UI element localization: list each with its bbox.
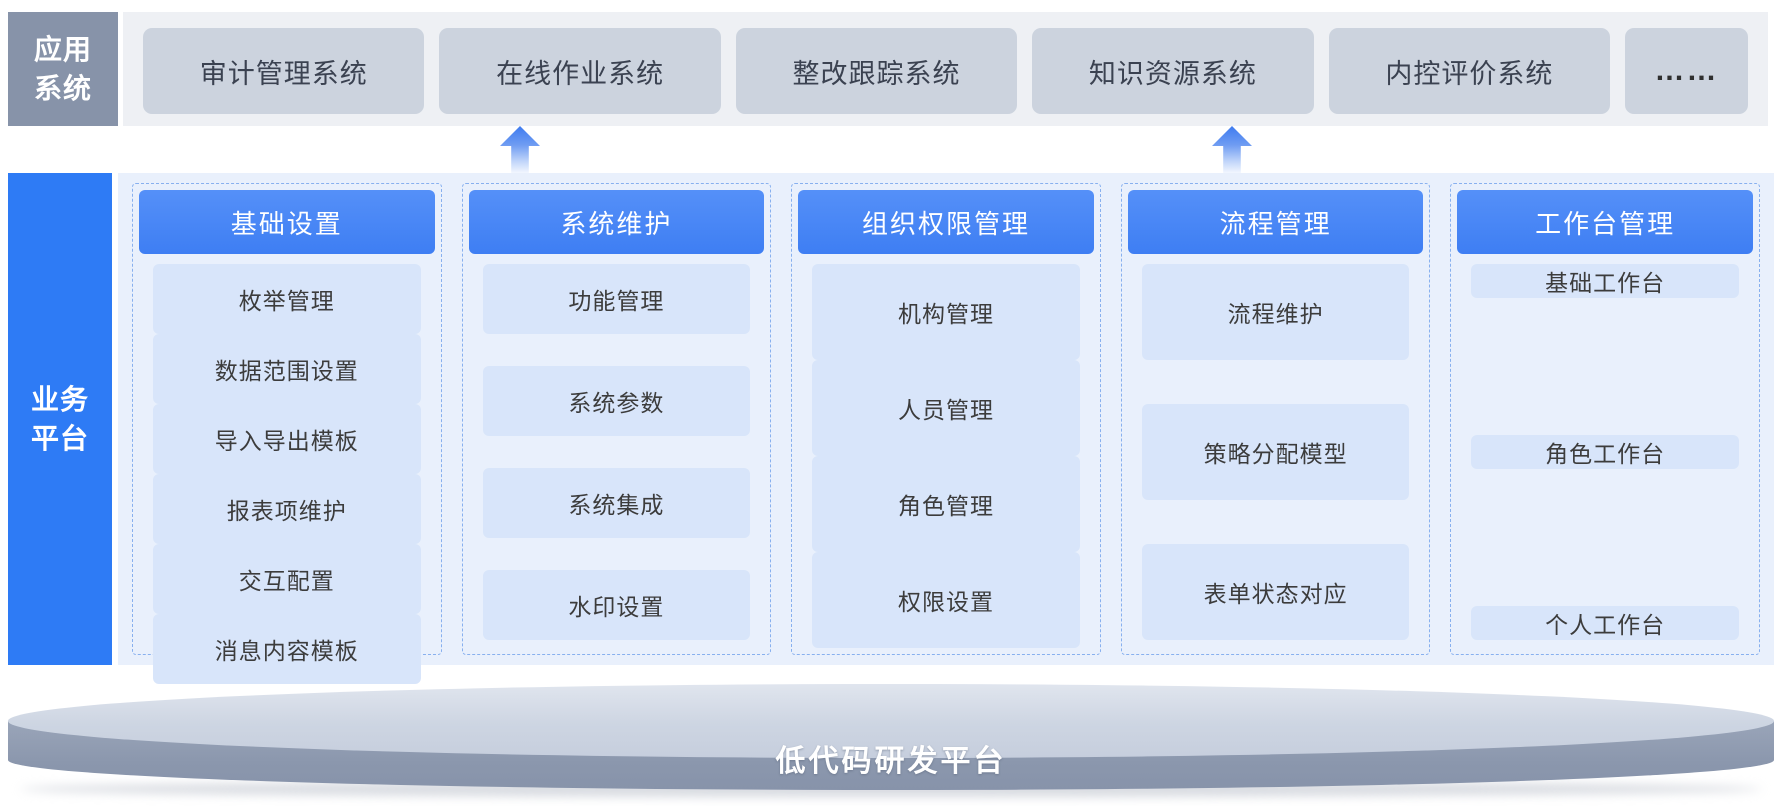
app-system-box: 在线作业系统 [439,28,721,114]
module-item: 水印设置 [482,570,751,640]
module-item: 策略分配模型 [1141,404,1410,500]
module-column: 流程管理 流程维护策略分配模型表单状态对应 [1120,183,1431,655]
module-column-header: 组织权限管理 [798,190,1094,254]
module-item: 报表项维护 [153,474,421,544]
module-item: 系统参数 [482,366,751,436]
module-column: 基础设置 枚举管理数据范围设置导入导出模板报表项维护交互配置消息内容模板 [132,183,442,684]
module-item: 导入导出模板 [153,404,421,474]
foundation-platform-label: 低代码研发平台 [8,730,1774,786]
foundation-platform-top-surface [8,684,1774,758]
app-systems-label: 应用系统 [8,12,118,126]
module-item: 消息内容模板 [153,614,421,684]
module-item: 角色管理 [812,456,1080,552]
module-column-items: 功能管理系统参数系统集成水印设置 [482,264,751,640]
up-arrow-left-icon [500,126,540,176]
module-item: 系统集成 [482,468,751,538]
app-system-box: 知识资源系统 [1032,28,1314,114]
module-item: 流程维护 [1141,264,1410,360]
module-column-header: 基础设置 [139,190,435,254]
app-system-box: 整改跟踪系统 [735,28,1018,114]
module-item: 数据范围设置 [153,334,421,404]
app-system-box: 审计管理系统 [143,28,425,114]
app-systems-band: 审计管理系统在线作业系统整改跟踪系统知识资源系统内控评价系统…… [123,12,1768,126]
module-column: 系统维护 功能管理系统参数系统集成水印设置 [461,183,772,655]
module-item: 个人工作台 [1471,606,1739,640]
module-item: 枚举管理 [153,264,421,334]
app-systems-row: 应用系统 审计管理系统在线作业系统整改跟踪系统知识资源系统内控评价系统…… [8,12,1768,126]
business-platform-label-text: 业务平台 [30,383,89,454]
up-arrow-right-icon [1212,126,1252,176]
module-item: 交互配置 [153,544,421,614]
module-column-items: 流程维护策略分配模型表单状态对应 [1141,264,1410,640]
module-item: 机构管理 [812,264,1080,360]
foundation-platform: 低代码研发平台 [8,684,1774,790]
module-column-header: 工作台管理 [1457,190,1753,254]
module-item: 权限设置 [812,552,1080,648]
app-systems-label-text: 应用系统 [33,33,92,104]
module-column-header: 系统维护 [468,190,765,254]
module-item: 人员管理 [812,360,1080,456]
module-column-items: 机构管理人员管理角色管理权限设置 [812,264,1080,648]
module-column-items: 枚举管理数据范围设置导入导出模板报表项维护交互配置消息内容模板 [153,264,421,684]
module-item: 功能管理 [482,264,751,334]
module-column: 组织权限管理 机构管理人员管理角色管理权限设置 [791,183,1101,655]
module-item: 表单状态对应 [1141,544,1410,640]
module-column-items: 基础工作台角色工作台个人工作台 [1471,264,1739,640]
business-platform-row: 业务平台 基础设置 枚举管理数据范围设置导入导出模板报表项维护交互配置消息内容模… [8,173,1774,684]
module-item: 角色工作台 [1471,435,1739,469]
business-platform-label: 业务平台 [8,173,112,665]
app-system-box: 内控评价系统 [1328,28,1611,114]
app-system-box: …… [1625,28,1749,114]
module-item: 基础工作台 [1471,264,1739,298]
module-column-header: 流程管理 [1127,190,1424,254]
foundation-platform-label-text: 低代码研发平台 [775,745,1007,778]
module-column: 工作台管理 基础工作台角色工作台个人工作台 [1450,183,1760,655]
business-platform-panel: 基础设置 枚举管理数据范围设置导入导出模板报表项维护交互配置消息内容模板 系统维… [118,173,1774,684]
